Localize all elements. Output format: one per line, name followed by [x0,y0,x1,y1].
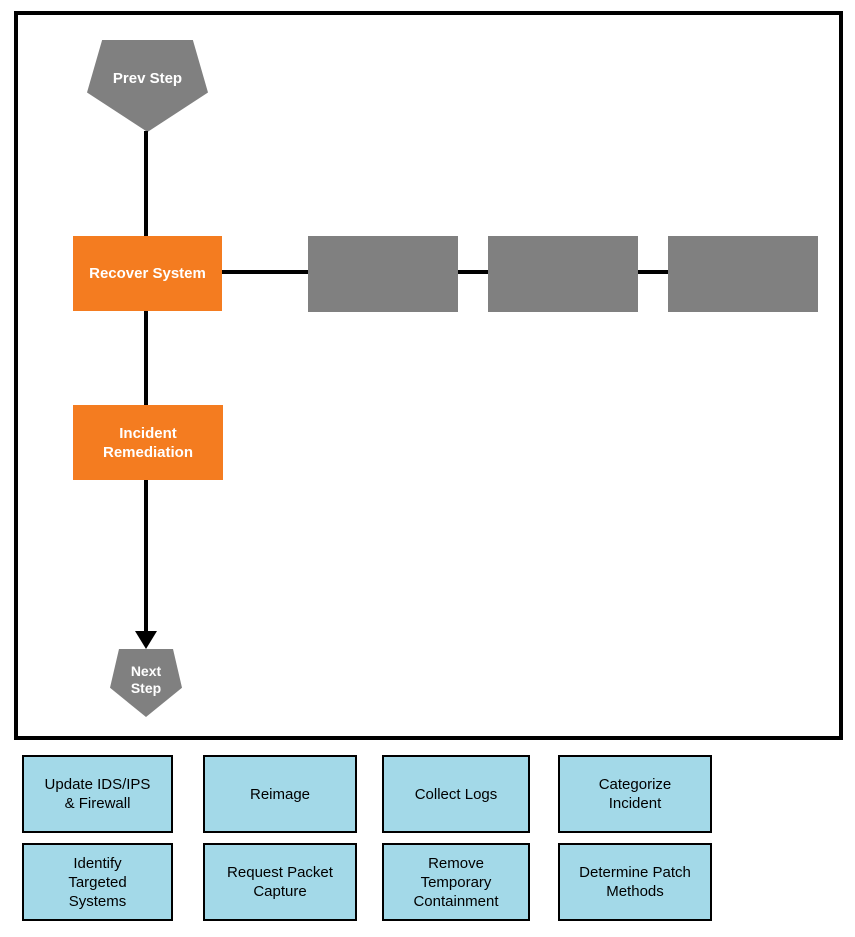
connector-recover-to-slot1 [222,270,308,274]
option-request-packet-capture[interactable]: Request Packet Capture [203,843,357,921]
option-label: Remove Temporary Containment [413,854,499,910]
recover-system-label: Recover System [89,265,206,282]
option-label: Categorize Incident [598,776,672,812]
incident-remediation-node: Incident Remediation [73,405,223,480]
option-label: Request Packet Capture [227,864,333,900]
next-step-label: Next Step [130,663,162,696]
option-label: Identify Targeted Systems [68,854,127,910]
option-label: Collect Logs [414,785,498,803]
arrow-down-icon [135,631,157,649]
incident-remediation-label: Incident Remediation [102,424,193,461]
connector-prev-to-recover [144,131,148,236]
option-categorize-incident[interactable]: Categorize Incident [558,755,712,833]
empty-slot-2[interactable] [488,236,638,312]
prev-step-label: Prev Step [112,69,183,87]
empty-slot-1[interactable] [308,236,458,312]
option-remove-temporary-containment[interactable]: Remove Temporary Containment [382,843,530,921]
option-determine-patch-methods[interactable]: Determine Patch Methods [558,843,712,921]
connector-incident-to-next [144,480,148,632]
recover-system-node: Recover System [73,236,222,311]
connector-recover-to-incident [144,311,148,405]
option-label: Determine Patch Methods [579,864,691,900]
diagram-frame [14,11,843,740]
option-update-ids-ips-firewall[interactable]: Update IDS/IPS & Firewall [22,755,173,833]
connector-slot1-to-slot2 [458,270,488,274]
option-label: Update IDS/IPS & Firewall [44,776,151,812]
option-reimage[interactable]: Reimage [203,755,357,833]
connector-slot2-to-slot3 [638,270,668,274]
option-collect-logs[interactable]: Collect Logs [382,755,530,833]
empty-slot-3[interactable] [668,236,818,312]
option-label: Reimage [249,785,311,803]
option-identify-targeted-systems[interactable]: Identify Targeted Systems [22,843,173,921]
